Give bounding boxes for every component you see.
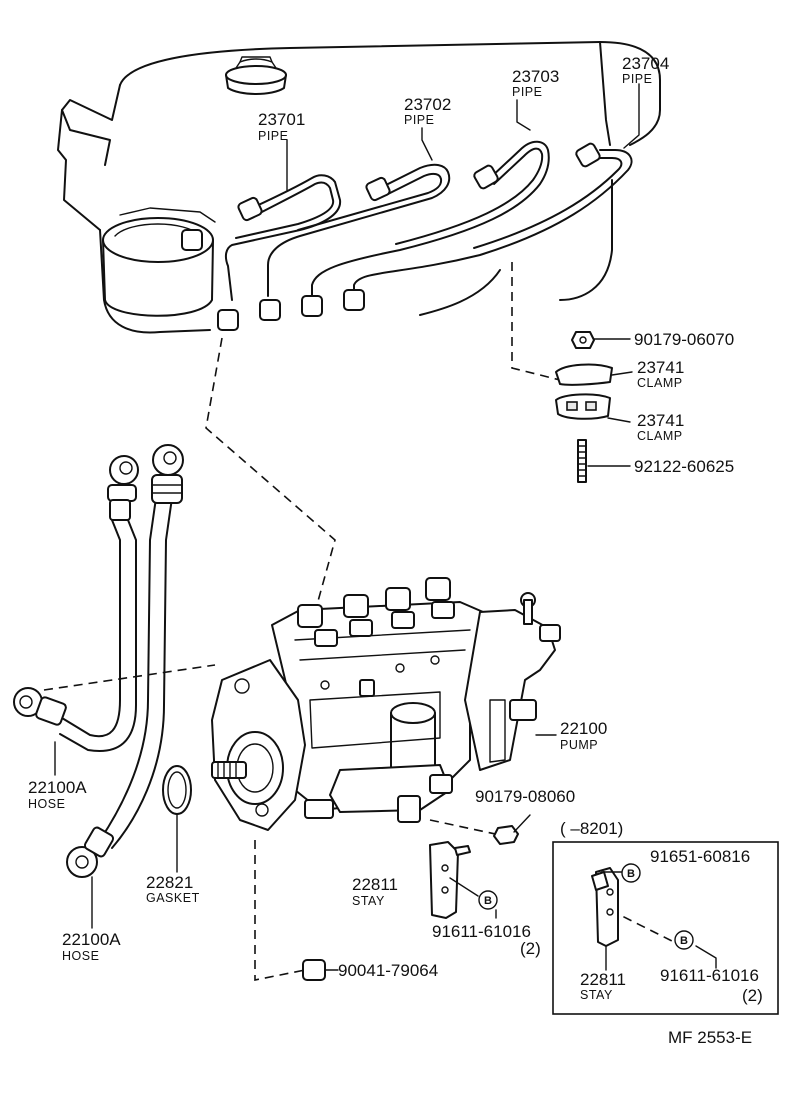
label-23701-number: 23701: [258, 110, 305, 129]
dash-pipe-to-clamp: [511, 262, 561, 381]
label-91611b-number: 91611-61016: [660, 966, 759, 985]
label-90179-06070: 90179-06070: [634, 330, 734, 349]
engine-block: [57, 41, 661, 334]
label-91611a-qty: (2): [520, 939, 541, 958]
label-22821-number: 22821: [146, 873, 193, 892]
label-23741a-name: CLAMP: [637, 376, 683, 390]
label-22811b-name: STAY: [580, 988, 613, 1002]
plug-90041-79064: [302, 959, 339, 981]
inset-box: [552, 841, 779, 1015]
label-92122-60625: 92122-60625: [634, 457, 734, 476]
svg-text:B: B: [627, 868, 635, 880]
label-23741b-number: 23741: [637, 411, 684, 430]
label-23701-name: PIPE: [258, 129, 289, 143]
injection-pipes: [181, 83, 640, 331]
label-91611a-number: 91611-61016: [432, 922, 531, 941]
hoses: [13, 444, 192, 929]
dash-pump-to-plug: [254, 840, 306, 981]
label-90041-79064: 90041-79064: [338, 961, 438, 980]
marker-b-inset-top: B: [621, 863, 641, 883]
label-22100-name: PUMP: [560, 738, 598, 752]
label-23741a-number: 23741: [637, 358, 684, 377]
label-23704-name: PIPE: [622, 72, 653, 86]
label-23703-number: 23703: [512, 67, 559, 86]
label-22100A-1-number: 22100A: [28, 778, 87, 797]
dash-pump-to-nut: [429, 819, 501, 836]
label-23702-number: 23702: [404, 95, 451, 114]
svg-text:B: B: [484, 895, 492, 907]
dash-pipe-to-pump: [205, 337, 336, 613]
label-23702-name: PIPE: [404, 113, 435, 127]
label-22811b-number: 22811: [580, 970, 626, 989]
label-91651-60816: 91651-60816: [650, 847, 750, 866]
stay-22811-main: [429, 841, 497, 919]
nut-90179-08060: [493, 814, 531, 845]
label-inset-range: ( –8201): [560, 819, 623, 838]
label-22811a-name: STAY: [352, 894, 385, 908]
footer-code: MF 2553-E: [668, 1028, 752, 1047]
label-90179-08060: 90179-08060: [475, 787, 575, 806]
injection-pump: [211, 577, 561, 831]
label-22100A-1-name: HOSE: [28, 797, 65, 811]
svg-text:B: B: [680, 935, 688, 947]
dash-hose-to-pump: [43, 664, 216, 691]
dash-inset-stay-bolt: [609, 909, 681, 946]
label-22100A-2-number: 22100A: [62, 930, 121, 949]
label-22821-name: GASKET: [146, 891, 200, 905]
label-22100A-2-name: HOSE: [62, 949, 99, 963]
marker-b-main: B: [478, 890, 498, 910]
clamp-stack: [555, 331, 633, 483]
label-22100-number: 22100: [560, 719, 607, 738]
label-91611b-qty: (2): [742, 986, 763, 1005]
marker-b-inset-bottom: B: [674, 930, 694, 950]
label-23704-number: 23704: [622, 54, 669, 73]
label-23741b-name: CLAMP: [637, 429, 683, 443]
label-23703-name: PIPE: [512, 85, 543, 99]
label-22811a-number: 22811: [352, 875, 398, 894]
